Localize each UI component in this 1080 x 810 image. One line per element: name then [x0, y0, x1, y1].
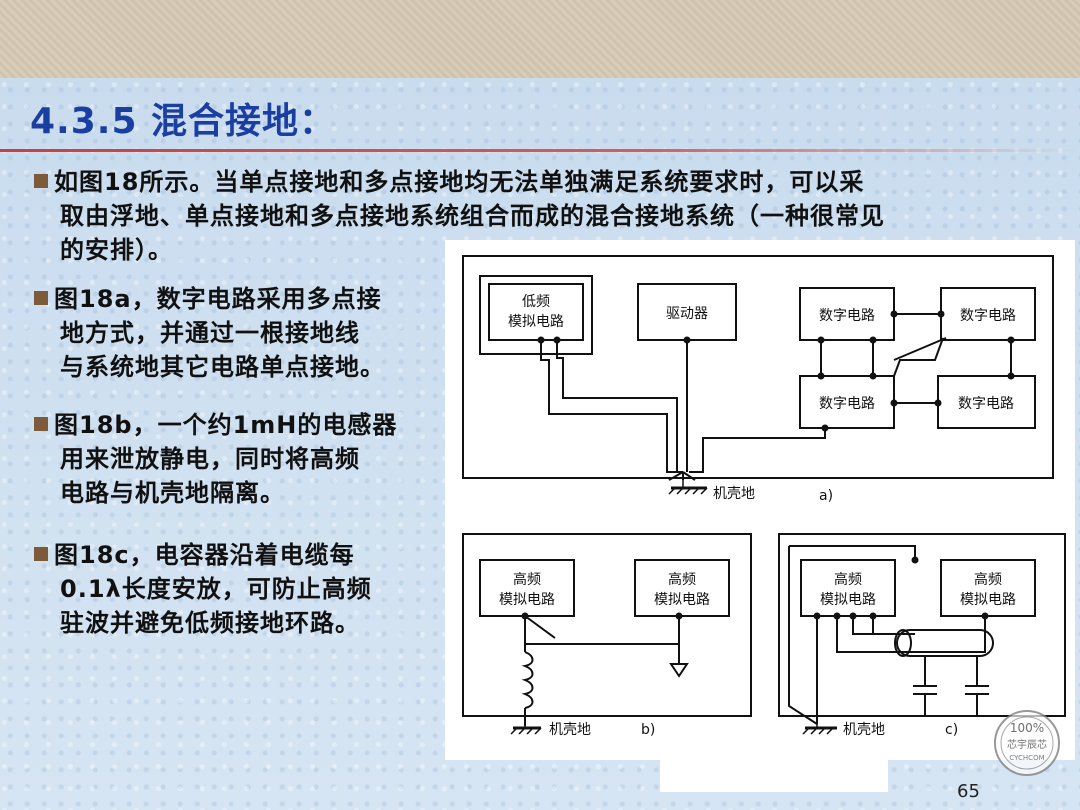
bullet-text-line: 图18a，数字电路采用多点接 [54, 285, 382, 313]
bullet-square-icon [34, 417, 48, 431]
hf-label-c1-2: 模拟电路 [820, 592, 876, 608]
bullet-text-line: 图18c，电容器沿着电缆每 [54, 541, 355, 569]
hf-label-b2-1: 高频 [668, 571, 696, 588]
analog-lf-label-2: 模拟电路 [508, 314, 564, 330]
hf-analog-box-c1 [800, 559, 896, 617]
digital-label-3: 数字电路 [819, 396, 875, 412]
page-number: 65 [957, 781, 980, 802]
panel-a-frame [462, 255, 1054, 479]
watermark-middle: 芯宇辰芯 [1007, 738, 1047, 751]
bullet-fig18c: 图18c，电容器沿着电缆每 0.1λ长度安放，可防止高频 驻波并避免低频接地环路… [34, 538, 454, 640]
chassis-ground-label-a: 机壳地 [713, 485, 755, 502]
slide-title: 4.3.5 混合接地： [30, 101, 337, 142]
bullet-text-line: 图18b，一个约1mH的电感器 [54, 411, 398, 439]
panel-b-tag: b) [641, 722, 655, 738]
bullet-text-line: 地方式，并通过一根接地线 [60, 319, 360, 347]
digital-label-2: 数字电路 [960, 308, 1016, 324]
bullet-square-icon [34, 174, 48, 188]
digital-label-1: 数字电路 [819, 308, 875, 324]
hf-label-b1-1: 高频 [513, 571, 541, 588]
bullet-square-icon [34, 547, 48, 561]
grounding-figure-18: 低频 模拟电路 驱动器 数字电路 数字电路 数字电路 数字电路 机壳地 a) 高… [445, 240, 1075, 760]
analog-lf-box [488, 283, 584, 341]
bullet-fig18b: 图18b，一个约1mH的电感器 用来泄放静电，同时将高频 电路与机壳地隔离。 [34, 408, 454, 510]
hf-label-c1-1: 高频 [834, 571, 862, 588]
bullet-text-line: 如图18所示。当单点接地和多点接地均无法单独满足系统要求时，可以采 [54, 168, 865, 196]
bullet-intro: 如图18所示。当单点接地和多点接地均无法单独满足系统要求时，可以采 取由浮地、单… [34, 165, 1054, 267]
panel-b-frame [462, 533, 752, 717]
bullet-fig18a: 图18a，数字电路采用多点接 地方式，并通过一根接地线 与系统地其它电路单点接地… [34, 282, 454, 384]
bullet-text-line: 0.1λ长度安放，可防止高频 [60, 575, 372, 603]
panel-c-tag: c) [945, 722, 958, 738]
hf-label-c2-1: 高频 [974, 571, 1002, 588]
title-underline [0, 149, 1080, 152]
watermark-logo: 100% 芯宇辰芯 CYCHCOM [994, 710, 1060, 776]
hf-label-b1-2: 模拟电路 [499, 592, 555, 608]
digital-label-4: 数字电路 [958, 396, 1014, 412]
bullet-text-line: 电路与机壳地隔离。 [60, 479, 285, 507]
analog-lf-outer-box [479, 275, 593, 355]
bullet-text-line: 的安排）。 [60, 236, 173, 264]
hf-label-b2-2: 模拟电路 [654, 592, 710, 608]
driver-label: 驱动器 [666, 306, 708, 322]
bullet-text-line: 用来泄放静电，同时将高频 [60, 445, 360, 473]
coax-cable [896, 629, 994, 657]
chassis-ground-label-c: 机壳地 [843, 721, 885, 738]
bullet-text-line: 与系统地其它电路单点接地。 [60, 353, 385, 381]
bullet-text-line: 驻波并避免低频接地环路。 [60, 609, 360, 637]
panel-a-tag: a) [819, 488, 833, 504]
watermark-bottom: CYCHCOM [1009, 754, 1044, 762]
chassis-ground-label-b: 机壳地 [549, 721, 591, 738]
watermark-top: 100% [1010, 721, 1044, 735]
top-decor-band [0, 0, 1080, 78]
bullet-square-icon [34, 291, 48, 305]
analog-lf-label-1: 低频 [522, 294, 550, 310]
hf-label-c2-2: 模拟电路 [960, 592, 1016, 608]
bullet-text-line: 取由浮地、单点接地和多点接地系统组合而成的混合接地系统（一种很常见 [60, 202, 885, 230]
